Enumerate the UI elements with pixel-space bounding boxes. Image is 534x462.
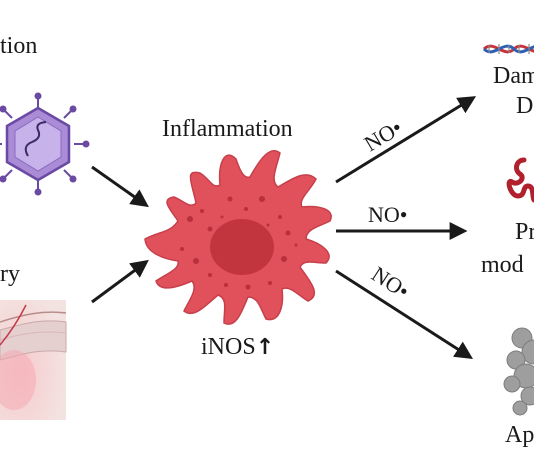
inos-up-arrow-icon: ↑ [255,335,275,360]
dna-damage-label-line2: D [516,93,534,119]
no-label-middle: NO• [368,202,407,227]
skin-tissue-icon [0,300,67,420]
injury-arrow [91,259,149,304]
apoptotic-cell-icon [503,327,534,416]
protein-modification-label-line1: Pr [515,219,534,245]
injury-label: ry [0,261,20,287]
virus-icon [0,92,90,196]
inos-text: iNOS [201,334,256,360]
macrophage-cell-icon [144,150,332,325]
no-arrow-lower [335,269,474,359]
infection-arrow [91,165,149,208]
dna-damage-label-line1: Dam [493,63,534,89]
infection-label: tion [0,33,38,59]
no-label-upper: NO• [360,115,407,157]
inos-label: iNOS↑ [201,335,274,359]
no-arrow-upper [335,96,477,184]
protein-modification-label-line2: mod [481,252,524,278]
inflammation-label: Inflammation [162,116,293,142]
protein-icon [506,157,534,203]
apoptosis-label: Ap [505,422,534,448]
dna-icon [482,44,534,54]
